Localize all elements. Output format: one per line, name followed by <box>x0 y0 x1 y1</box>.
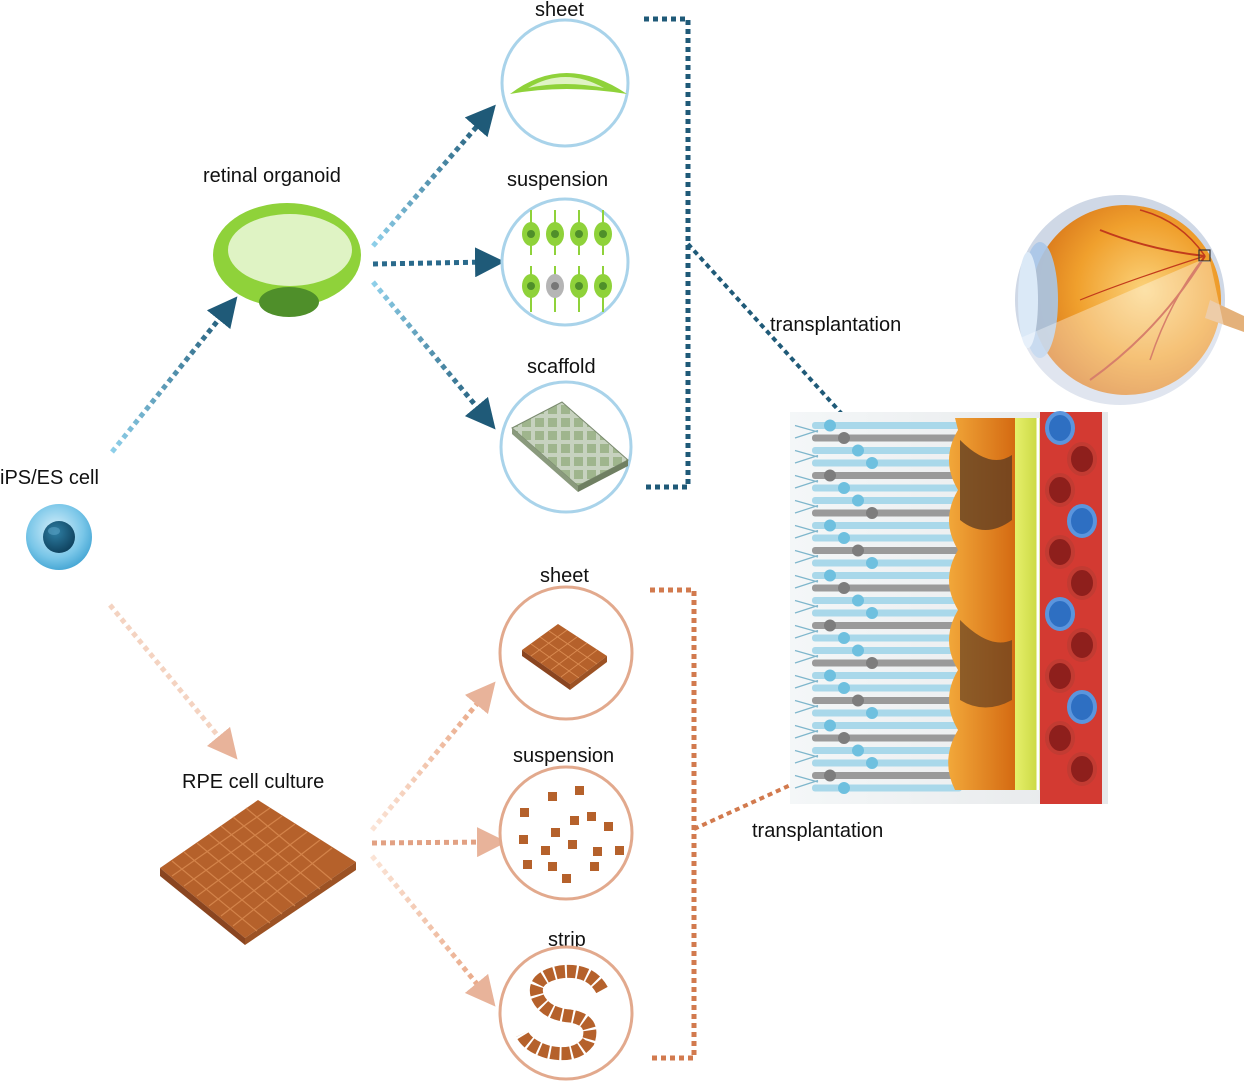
rpe-sheet-icon <box>522 624 607 690</box>
stem-cell-label: iPS/ES cell <box>0 467 99 489</box>
transplantation-label-bottom: transplantation <box>752 820 883 842</box>
photoreceptor-bracket <box>644 16 691 490</box>
rpe-culture-icon <box>160 800 356 945</box>
rpe-strip-icon <box>516 964 608 1061</box>
rpe-culture-label: RPE cell culture <box>182 771 324 793</box>
eye-icon <box>830 195 1244 420</box>
arrow-to-rpe-culture <box>108 603 238 760</box>
arrow-rpe-to-sheet <box>370 681 496 832</box>
retinal-organoid-icon <box>213 203 361 317</box>
photoreceptor-sheet-icon <box>510 73 627 94</box>
arrow-rpe-to-suspension <box>371 827 507 858</box>
format-label-strip: strip <box>548 929 586 951</box>
rpe-suspension-icon <box>519 786 624 883</box>
format-label-sheet-bottom: sheet <box>540 565 589 587</box>
rpe-bracket <box>650 587 697 1061</box>
arrow-to-organoid <box>110 296 238 454</box>
transplantation-label-top: transplantation <box>770 314 901 336</box>
arrow-organoid-to-scaffold <box>371 280 496 430</box>
scaffold-grid-icon <box>511 401 629 492</box>
arrow-organoid-to-sheet <box>371 104 496 248</box>
stem-cell-icon <box>26 504 92 570</box>
format-label-scaffold: scaffold <box>527 356 596 378</box>
retinal-organoid-label: retinal organoid <box>203 165 341 187</box>
arrow-organoid-to-suspension <box>372 247 505 278</box>
format-label-sheet-top: sheet <box>535 0 584 21</box>
photoreceptor-suspension-icon <box>522 210 612 312</box>
arrow-transplant-rpe <box>693 708 956 831</box>
suspension-top-circle <box>500 197 630 327</box>
arrow-rpe-to-strip <box>370 854 496 1007</box>
format-label-suspension-bottom: suspension <box>513 745 614 767</box>
arrow-transplant-photoreceptor <box>686 242 927 507</box>
retina-cross-section-icon <box>790 411 1108 804</box>
format-label-suspension-top: suspension <box>507 169 608 191</box>
